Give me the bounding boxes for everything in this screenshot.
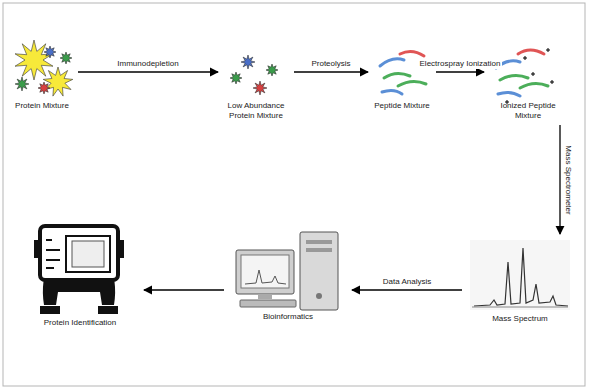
stage-caption: Low Abundance Protein Mixture	[222, 101, 290, 121]
protein-star	[44, 46, 56, 58]
stage-caption: Bioinformatics	[228, 312, 348, 322]
robot	[34, 226, 124, 314]
stage-node: Protein Mixture	[10, 15, 74, 111]
spectrum	[470, 240, 570, 310]
peptide-curves	[380, 51, 426, 94]
illustration-slot	[10, 15, 74, 101]
flow-arrow	[559, 125, 560, 234]
stage-node: Protein Identification	[20, 226, 140, 328]
edge-label: Immunodepletion	[115, 59, 180, 69]
stage-caption: Mass Spectrum	[466, 314, 574, 324]
computer	[236, 232, 338, 310]
flow-arrow	[436, 71, 484, 72]
flow-arrow	[144, 289, 224, 290]
edge-label: Electrospray Ionization	[418, 59, 503, 69]
protein-star	[230, 72, 242, 84]
illustration-slot	[372, 15, 432, 101]
stage-node: Bioinformatics	[228, 228, 348, 322]
protein-star	[15, 40, 53, 80]
edge-label: Data Analysis	[381, 277, 433, 287]
protein-star	[253, 81, 267, 95]
stage-caption: Ionized Peptide Mixture	[488, 101, 568, 121]
illustration-slot	[228, 228, 348, 312]
flow-arrow	[78, 71, 218, 72]
flow-arrow	[294, 71, 368, 72]
stage-caption: Peptide Mixture	[372, 101, 432, 111]
ionized-peptides	[496, 50, 548, 96]
illustration-slot	[466, 238, 574, 314]
illustration-slot	[20, 226, 140, 318]
illustration-slot	[488, 15, 568, 101]
illustration-slot	[222, 15, 290, 101]
protein-star	[15, 77, 29, 91]
protein-star	[266, 64, 278, 76]
stage-caption: Protein Identification	[20, 318, 140, 328]
protein-stars	[15, 40, 278, 96]
protein-star	[60, 52, 72, 64]
charge-signs	[490, 48, 554, 104]
edge-label: Mass Spectrometer	[563, 143, 573, 216]
edge-label: Proteolysis	[309, 59, 352, 69]
protein-star	[38, 82, 50, 94]
frame	[3, 3, 585, 386]
flow-arrow	[352, 289, 462, 290]
protein-star	[241, 55, 255, 69]
stage-caption: Protein Mixture	[10, 101, 74, 111]
stage-node: Mass Spectrum	[466, 238, 574, 324]
stage-node: Low Abundance Protein Mixture	[222, 15, 290, 121]
